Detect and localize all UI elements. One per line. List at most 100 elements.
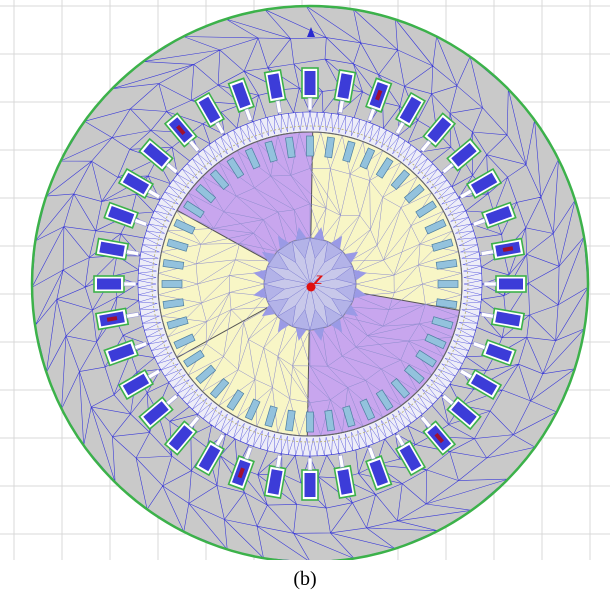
stator-slot	[94, 237, 140, 261]
shaft-spike	[330, 235, 343, 250]
rotor-bar	[306, 411, 314, 433]
stator-slot	[163, 112, 201, 153]
rotor-bar	[431, 238, 454, 252]
rotor-bar-rect	[424, 218, 447, 235]
rotor-bar-rect	[195, 364, 217, 385]
rotor-bar-rect	[285, 409, 296, 432]
rotor-bar-rect	[162, 259, 185, 270]
rotor-bar	[435, 298, 458, 309]
air-gap-mesh	[137, 111, 483, 457]
shaft-spike	[253, 269, 267, 281]
rotor-bar-rect	[390, 169, 411, 191]
rotor-bar-rect	[431, 238, 454, 252]
shaft-spike	[353, 269, 367, 281]
winding-coil	[267, 73, 283, 99]
rotor-bar-rect	[173, 218, 196, 235]
axis-origin-marker: Z	[306, 273, 323, 292]
winding-coil	[198, 96, 221, 124]
slot-opening	[441, 162, 455, 175]
coil-marker	[434, 432, 444, 444]
slot-opening	[480, 311, 494, 319]
rotor-bars	[161, 135, 459, 433]
rotor-bar-rect	[166, 238, 189, 252]
rotor-bar-rect	[244, 398, 261, 421]
slot-opening	[123, 281, 137, 287]
slot-opening	[147, 368, 161, 380]
stator-slot	[480, 237, 526, 261]
air-gap-mesh-edges	[137, 111, 483, 457]
slot-opening	[483, 281, 497, 287]
slot-opening	[441, 393, 455, 406]
slot-opening	[394, 121, 406, 135]
shaft-spike	[344, 304, 359, 317]
winding-coil	[337, 73, 353, 99]
rotor-bar	[285, 409, 296, 432]
stator-slot	[103, 201, 148, 229]
slot-opening	[337, 100, 345, 114]
stator-slot	[459, 167, 503, 200]
slot-opening	[419, 139, 432, 153]
winding-coil	[304, 71, 316, 95]
winding-coil	[485, 205, 513, 225]
stator-slot	[459, 368, 503, 401]
shaft-spike	[295, 327, 307, 341]
slot-opening	[307, 97, 313, 111]
stator-slot	[93, 275, 137, 293]
rotor-bar-rect	[226, 157, 245, 179]
winding-coil	[107, 205, 135, 225]
slot-opening	[214, 433, 226, 447]
rotor-bar-rect	[342, 140, 356, 163]
winding-coil	[267, 469, 283, 495]
slot-opening	[394, 433, 406, 447]
winding-coil	[499, 278, 523, 290]
stator-slot	[227, 446, 255, 491]
stator-slot	[117, 368, 161, 401]
shaft-spike	[295, 227, 307, 241]
shaft-spike	[277, 318, 290, 333]
rotor-bar-rect	[403, 183, 425, 204]
rotor-bar	[244, 147, 261, 170]
stator-slot	[394, 433, 427, 477]
rotor-bar	[226, 389, 245, 411]
stator-mesh-edges	[112, 87, 510, 484]
winding-coil	[451, 142, 477, 167]
rotor-bar-rect	[415, 349, 437, 368]
rotor-bar	[173, 218, 196, 235]
rotor-bar-rect	[403, 364, 425, 385]
slot-opening	[419, 415, 432, 429]
winding-coil	[399, 96, 422, 124]
slot-opening	[472, 218, 486, 227]
stator-slot	[441, 137, 482, 175]
stator-slot	[365, 77, 393, 122]
rotor-bar-rect	[415, 200, 437, 219]
rotor-bar	[195, 364, 217, 385]
rotor-bar	[431, 316, 454, 330]
slot-opening	[188, 139, 201, 153]
slot-opening	[275, 100, 283, 114]
rotor-bar	[195, 183, 217, 204]
rotor-bar	[161, 280, 183, 288]
winding-coil	[427, 117, 452, 143]
slot-opening	[147, 188, 161, 200]
rotor-bar	[285, 136, 296, 159]
rotor-bar-rect	[264, 140, 278, 163]
rotor-bar-rect	[435, 298, 458, 309]
top-marker-icon	[307, 27, 315, 37]
coil-marker	[237, 467, 245, 479]
winding-coil	[485, 343, 513, 363]
winding-coil	[168, 425, 193, 451]
stator-slot	[333, 68, 357, 114]
rotor-bar	[264, 405, 278, 428]
stator-slot	[117, 167, 161, 200]
coil-marker	[106, 316, 118, 322]
fem-mesh-diagram: Z	[0, 0, 610, 560]
rotor-bar-rect	[183, 349, 205, 368]
shaft-spike	[353, 287, 367, 299]
rotor-bar	[183, 349, 205, 368]
winding-coil	[107, 343, 135, 363]
stator-outline	[30, 4, 590, 560]
coil-marker	[176, 124, 186, 136]
rotor-bar-rect	[226, 389, 245, 411]
stator-slot	[263, 68, 287, 114]
rotor-bar-rect	[342, 405, 356, 428]
